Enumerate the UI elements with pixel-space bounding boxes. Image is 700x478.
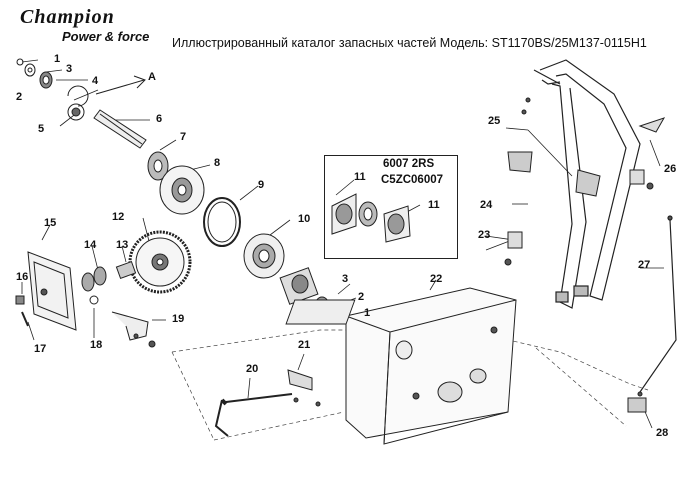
arrow-a <box>95 75 146 95</box>
spacer-and-bearings <box>81 260 137 305</box>
part-callout-10: 10 <box>298 213 310 225</box>
part-callout-17: 17 <box>34 343 46 355</box>
part-callout-15: 15 <box>44 217 56 229</box>
bolt-hardware-left <box>15 295 29 327</box>
part-callout-11: 11 <box>354 171 366 183</box>
part-callout-20: 20 <box>246 363 258 375</box>
part-callout-14: 14 <box>84 239 97 251</box>
part-callout-26: 26 <box>664 163 676 175</box>
part-callout-22: 22 <box>430 273 442 285</box>
main-gear <box>128 230 192 294</box>
part-callout-18: 18 <box>90 339 102 351</box>
control-rod <box>214 393 293 437</box>
part-callout-25: 25 <box>488 115 500 127</box>
shaft-part <box>93 109 147 149</box>
hardware-top-left <box>16 58 53 89</box>
bearing-box-parts <box>331 193 411 243</box>
part-callout-2: 2 <box>358 291 364 303</box>
part-callout-6: 6 <box>156 113 162 125</box>
seal-ring <box>203 197 241 247</box>
frame-housing <box>285 287 517 445</box>
mount-bracket <box>287 369 321 407</box>
control-lever <box>629 117 666 190</box>
cable-clips <box>504 97 531 266</box>
side-cover-plate <box>27 251 77 331</box>
shift-lever <box>111 311 156 348</box>
part-callout-11: 11 <box>428 199 440 211</box>
cable-rod <box>639 215 677 393</box>
part-callout-28: 28 <box>656 427 668 439</box>
part-callout-24: 24 <box>480 199 493 211</box>
part-callout-4: 4 <box>92 75 99 87</box>
part-callout-23: 23 <box>478 229 490 241</box>
dashed-guides <box>171 329 649 441</box>
part-callout-3: 3 <box>66 63 72 75</box>
bearing-code-2: C5ZC06007 <box>381 174 444 186</box>
part-callout-19: 19 <box>172 313 184 325</box>
part-callout-2: 2 <box>16 91 22 103</box>
part-callout-1: 1 <box>364 307 370 319</box>
cable-fitting <box>627 391 647 413</box>
brand-logo: Champion <box>20 6 115 28</box>
sprocket-assembly <box>67 85 89 121</box>
bearing-code-1: 6007 2RS <box>383 158 435 170</box>
part-callout-5: 5 <box>38 123 44 135</box>
handle-grips <box>507 151 601 197</box>
part-callout-13: 13 <box>116 239 128 251</box>
part-callout-A: A <box>148 71 156 83</box>
part-callout-1: 1 <box>54 53 60 65</box>
part-callout-7: 7 <box>180 131 186 143</box>
part-callout-21: 21 <box>298 339 310 351</box>
flange-hub <box>159 165 205 215</box>
pinion-gear <box>147 151 169 181</box>
brand-slogan: Power & force <box>62 29 150 44</box>
part-callout-12: 12 <box>112 211 124 223</box>
handlebar <box>533 59 641 309</box>
bearing-detail-box: 6007 2RS C5ZC06007 <box>324 155 458 259</box>
page-title: Иллюстрированный каталог запасных частей… <box>172 36 647 50</box>
gear-housing <box>243 233 319 305</box>
part-callout-8: 8 <box>214 157 220 169</box>
part-callout-16: 16 <box>16 271 28 283</box>
part-callout-3: 3 <box>342 273 348 285</box>
part-callout-9: 9 <box>258 179 264 191</box>
part-callout-27: 27 <box>638 259 650 271</box>
